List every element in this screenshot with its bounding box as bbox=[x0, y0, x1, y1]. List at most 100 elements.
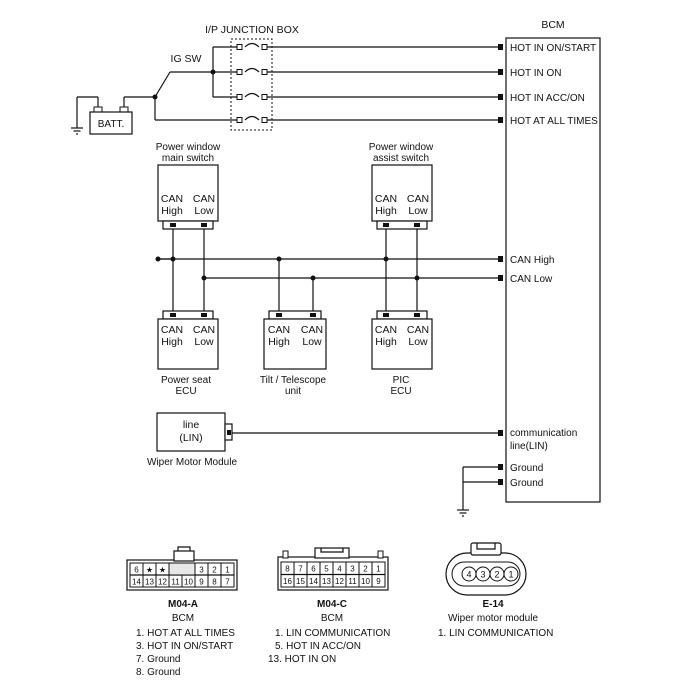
m04a-pin-bot-2: 13 bbox=[145, 578, 154, 587]
pw-main-can-low-1: CAN bbox=[193, 193, 215, 205]
ig-sw-label: IG SW bbox=[171, 53, 202, 65]
m04a-pin-desc-2: 3. HOT IN ON/START bbox=[136, 641, 233, 652]
junction-box bbox=[230, 38, 273, 131]
ground-wiring bbox=[457, 466, 498, 517]
pw-assist-title-2: assist switch bbox=[373, 153, 429, 164]
m04c-pin-top-8: 1 bbox=[376, 565, 381, 574]
seat-title-1: Power seat bbox=[161, 375, 211, 386]
e14-part: Wiper motor module bbox=[448, 613, 538, 624]
m04a-code: M04-A bbox=[168, 599, 198, 610]
m04c-part: BCM bbox=[321, 613, 343, 624]
bcm-terminal-can-low: CAN Low bbox=[510, 274, 553, 285]
m04a-pin-desc-4: 8. Ground bbox=[136, 667, 180, 678]
m04c-pin-top-3: 6 bbox=[311, 565, 316, 574]
bcm-terminal-hot-on: HOT IN ON bbox=[510, 68, 561, 79]
tilt-can-high-2: High bbox=[268, 336, 290, 348]
m04c-pin-desc-2: 5. HOT IN ACC/ON bbox=[275, 641, 361, 652]
m04c-pin-bot-8: 9 bbox=[376, 577, 381, 586]
m04a-pin-bot-3: 12 bbox=[158, 578, 167, 587]
seat-can-low-2: Low bbox=[194, 336, 214, 348]
wiper-line-2: (LIN) bbox=[179, 432, 202, 444]
m04a-part: BCM bbox=[172, 613, 194, 624]
m04c-pin-bot-2: 15 bbox=[296, 577, 305, 586]
tilt-can-low-2: Low bbox=[302, 336, 322, 348]
connector-m04-c bbox=[277, 547, 389, 591]
bcm-box bbox=[505, 37, 601, 503]
m04c-pin-desc-1: 1. LIN COMMUNICATION bbox=[275, 628, 390, 639]
m04c-pin-top-7: 2 bbox=[363, 565, 368, 574]
pw-assist-can-low-2: Low bbox=[408, 205, 428, 217]
e14-pin-1: 1 bbox=[508, 570, 513, 580]
wiper-motor-module bbox=[156, 412, 226, 452]
fuse-symbols bbox=[236, 42, 268, 123]
junction-box-label: I/P JUNCTION BOX bbox=[205, 24, 299, 36]
m04c-pin-bot-1: 16 bbox=[283, 577, 292, 586]
connector-m04-a bbox=[126, 546, 238, 591]
m04c-pin-bot-6: 11 bbox=[348, 577, 357, 586]
m04c-pin-top-1: 8 bbox=[285, 565, 290, 574]
m04c-pin-top-2: 7 bbox=[298, 565, 303, 574]
tilt-can-high-1: CAN bbox=[268, 324, 290, 336]
m04a-pin-bot-8: 7 bbox=[225, 578, 230, 587]
seat-title-2: ECU bbox=[175, 386, 196, 397]
m04a-pin-bot-4: 11 bbox=[171, 578, 180, 587]
tilt-title-1: Tilt / Telescope bbox=[260, 375, 327, 386]
pic-title-2: ECU bbox=[390, 386, 411, 397]
pic-ecu bbox=[371, 318, 433, 370]
connector-e14 bbox=[445, 542, 527, 596]
tilt-telescope-unit bbox=[263, 318, 327, 370]
tilt-title-2: unit bbox=[285, 386, 301, 397]
pw-assist-can-high-2: High bbox=[375, 205, 397, 217]
m04a-pin-desc-1: 1. HOT AT ALL TIMES bbox=[136, 628, 235, 639]
m04a-pin-top-7: 2 bbox=[212, 566, 217, 575]
pw-assist-title-1: Power window bbox=[369, 142, 434, 153]
pic-can-high-1: CAN bbox=[375, 324, 397, 336]
pw-main-can-high-1: CAN bbox=[161, 193, 183, 205]
m04a-pin-bot-6: 9 bbox=[199, 578, 204, 587]
m04c-pin-bot-4: 13 bbox=[322, 577, 331, 586]
pic-title-1: PIC bbox=[393, 375, 410, 386]
bcm-terminal-hot-all-times: HOT AT ALL TIMES bbox=[510, 116, 598, 127]
m04a-pin-bot-1: 14 bbox=[132, 578, 141, 587]
pw-assist-can-high-1: CAN bbox=[375, 193, 397, 205]
battery bbox=[71, 96, 155, 135]
m04a-pin-bot-5: 10 bbox=[184, 578, 193, 587]
m04c-pin-bot-5: 12 bbox=[335, 577, 344, 586]
seat-can-high-1: CAN bbox=[161, 324, 183, 336]
bcm-terminal-can-high: CAN High bbox=[510, 255, 554, 266]
can-bus bbox=[155, 229, 498, 313]
m04a-pin-top-3: ★ bbox=[159, 566, 166, 575]
seat-can-high-2: High bbox=[161, 336, 183, 348]
wiper-module-name: Wiper Motor Module bbox=[147, 457, 237, 468]
ignition-switch bbox=[152, 46, 237, 121]
bcm-terminal-ground-1: Ground bbox=[510, 463, 543, 474]
pic-can-high-2: High bbox=[375, 336, 397, 348]
bcm-terminal-hot-acc-on: HOT IN ACC/ON bbox=[510, 93, 585, 104]
pw-assist-can-low-1: CAN bbox=[407, 193, 429, 205]
pw-main-title-1: Power window bbox=[156, 142, 221, 153]
m04c-pin-top-4: 5 bbox=[324, 565, 329, 574]
m04c-pin-desc-3: 13. HOT IN ON bbox=[268, 654, 336, 665]
pw-main-can-high-2: High bbox=[161, 205, 183, 217]
m04c-pin-bot-7: 10 bbox=[361, 577, 370, 586]
e14-pin-2: 2 bbox=[494, 570, 499, 580]
battery-label: BATT. bbox=[98, 119, 124, 130]
tilt-can-low-1: CAN bbox=[301, 324, 323, 336]
m04a-pin-top-2: ★ bbox=[146, 566, 153, 575]
m04a-pin-top-1: 6 bbox=[134, 566, 139, 575]
seat-can-low-1: CAN bbox=[193, 324, 215, 336]
m04a-pin-top-8: 1 bbox=[225, 566, 230, 575]
bcm-terminal-line-lin: line(LIN) bbox=[510, 441, 548, 452]
m04a-pin-desc-3: 7. Ground bbox=[136, 654, 180, 665]
m04c-pin-bot-3: 14 bbox=[309, 577, 318, 586]
bcm-terminal-communication: communication bbox=[510, 428, 577, 439]
pw-main-title-2: main switch bbox=[162, 153, 214, 164]
bcm-label: BCM bbox=[541, 19, 564, 31]
pic-can-low-1: CAN bbox=[407, 324, 429, 336]
wiper-line-1: line bbox=[183, 419, 200, 431]
e14-pin-4: 4 bbox=[466, 570, 471, 580]
pw-main-can-low-2: Low bbox=[194, 205, 214, 217]
m04a-pin-top-6: 3 bbox=[199, 566, 204, 575]
m04c-pin-top-5: 4 bbox=[337, 565, 342, 574]
